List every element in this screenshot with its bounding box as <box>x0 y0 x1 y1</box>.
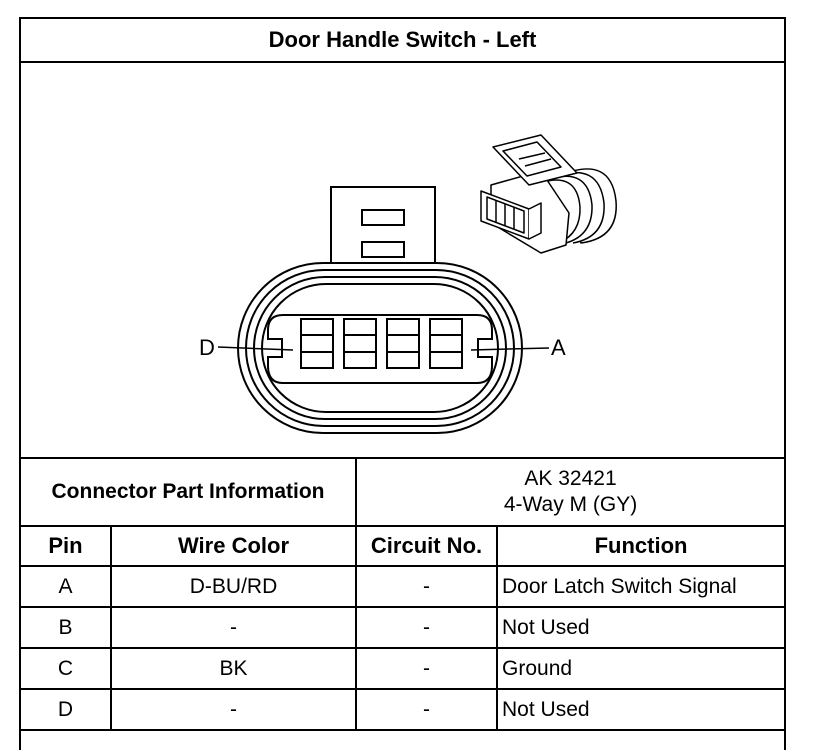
circuit-cell: - <box>355 647 499 690</box>
page-title: Door Handle Switch - Left <box>21 19 784 63</box>
part-description: 4-Way M (GY) <box>503 493 638 516</box>
connector-part-info-value: AK 32421 4-Way M (GY) <box>355 457 785 527</box>
function-cell: Door Latch Switch Signal <box>496 565 785 608</box>
pin-cell: B <box>21 606 112 649</box>
connector-part-info-label: Connector Part Information <box>21 457 358 527</box>
connector-sheet: Door Handle Switch - Left <box>19 17 786 750</box>
table-row: C BK - Ground <box>21 647 785 690</box>
wire-color-cell: BK <box>109 647 358 690</box>
function-cell: Ground <box>496 647 785 690</box>
pin-a-leader <box>470 347 550 351</box>
connector-drawing: D A <box>199 134 617 434</box>
connector-isometric-icon <box>480 134 617 254</box>
connector-face <box>237 186 523 434</box>
pin-d-label: D <box>199 335 215 360</box>
function-cell: Not Used <box>496 688 785 731</box>
wire-color-cell: - <box>109 688 358 731</box>
pinout-table: Connector Part Information AK 32421 4-Wa… <box>21 457 785 731</box>
pin-cell: A <box>21 565 112 608</box>
table-row: B - - Not Used <box>21 606 785 649</box>
function-cell: Not Used <box>496 606 785 649</box>
pin-cell: C <box>21 647 112 690</box>
circuit-cell: - <box>355 606 499 649</box>
table-row: D - - Not Used <box>21 688 785 731</box>
pin-a-label: A <box>551 335 566 360</box>
terminal-cavities <box>300 318 463 369</box>
pin-d-leader <box>217 346 294 351</box>
header-function: Function <box>496 525 785 567</box>
circuit-cell: - <box>355 565 499 608</box>
table-row: A D-BU/RD - Door Latch Switch Signal <box>21 565 785 608</box>
pin-cell: D <box>21 688 112 731</box>
part-number: AK 32421 <box>524 467 617 490</box>
wire-color-cell: D-BU/RD <box>109 565 358 608</box>
header-circuit: Circuit No. <box>355 525 499 567</box>
wire-color-cell: - <box>109 606 358 649</box>
header-wire-color: Wire Color <box>109 525 358 567</box>
header-pin: Pin <box>21 525 112 567</box>
circuit-cell: - <box>355 688 499 731</box>
